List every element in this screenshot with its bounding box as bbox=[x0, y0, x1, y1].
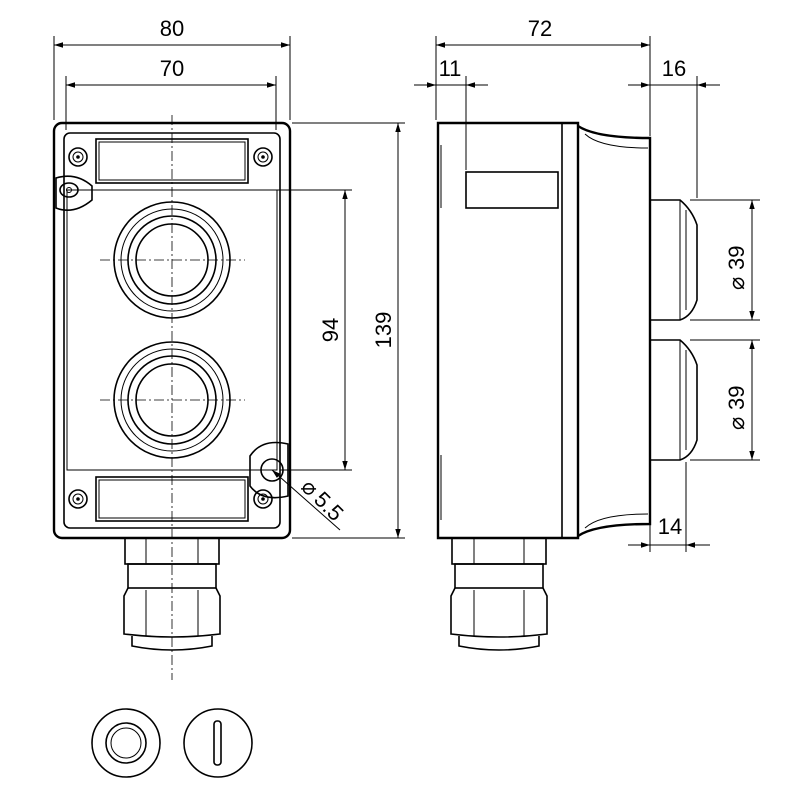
dim-button-diameter-bottom: 39 bbox=[724, 386, 749, 410]
dim-diameter-symbol: ⌀ bbox=[724, 417, 749, 430]
dim-diameter-symbol: ⌀ bbox=[724, 277, 749, 290]
dim-front-width-inner: 70 bbox=[160, 56, 184, 81]
side-button-top bbox=[650, 199, 698, 321]
side-button-bottom bbox=[650, 339, 698, 461]
mounting-hole-top-left bbox=[55, 175, 93, 211]
dim-hole-spacing: 94 bbox=[318, 318, 343, 342]
side-lid bbox=[577, 124, 652, 538]
ring-symbol-icon bbox=[91, 708, 161, 778]
cable-gland-front bbox=[123, 537, 221, 651]
dim-side-offset-left: 11 bbox=[439, 56, 462, 81]
dim-height-total: 139 bbox=[371, 312, 396, 349]
dim-mounting-hole: 5.5 bbox=[309, 487, 348, 526]
dim-front-width-outer: 80 bbox=[160, 16, 184, 41]
dim-side-button-height: 16 bbox=[662, 56, 686, 81]
dim-button-base-depth: 14 bbox=[658, 514, 682, 539]
dim-button-diameter-top: 39 bbox=[724, 246, 749, 270]
line-symbol-icon bbox=[183, 708, 253, 778]
cable-gland-side bbox=[450, 537, 548, 651]
screw-icon bbox=[68, 489, 88, 509]
screw-icon bbox=[68, 147, 88, 167]
screw-icon bbox=[253, 489, 273, 509]
screw-icon bbox=[253, 147, 273, 167]
side-dimensions: 72 11 16 ⌀ 39 ⌀ 39 14 bbox=[414, 16, 760, 552]
front-view bbox=[52, 115, 292, 680]
side-view bbox=[436, 121, 698, 651]
front-dimensions: 80 70 94 139 ⌀ 5.5 bbox=[53, 16, 405, 539]
side-enclosure bbox=[436, 121, 580, 540]
dim-side-depth-total: 72 bbox=[528, 16, 552, 41]
